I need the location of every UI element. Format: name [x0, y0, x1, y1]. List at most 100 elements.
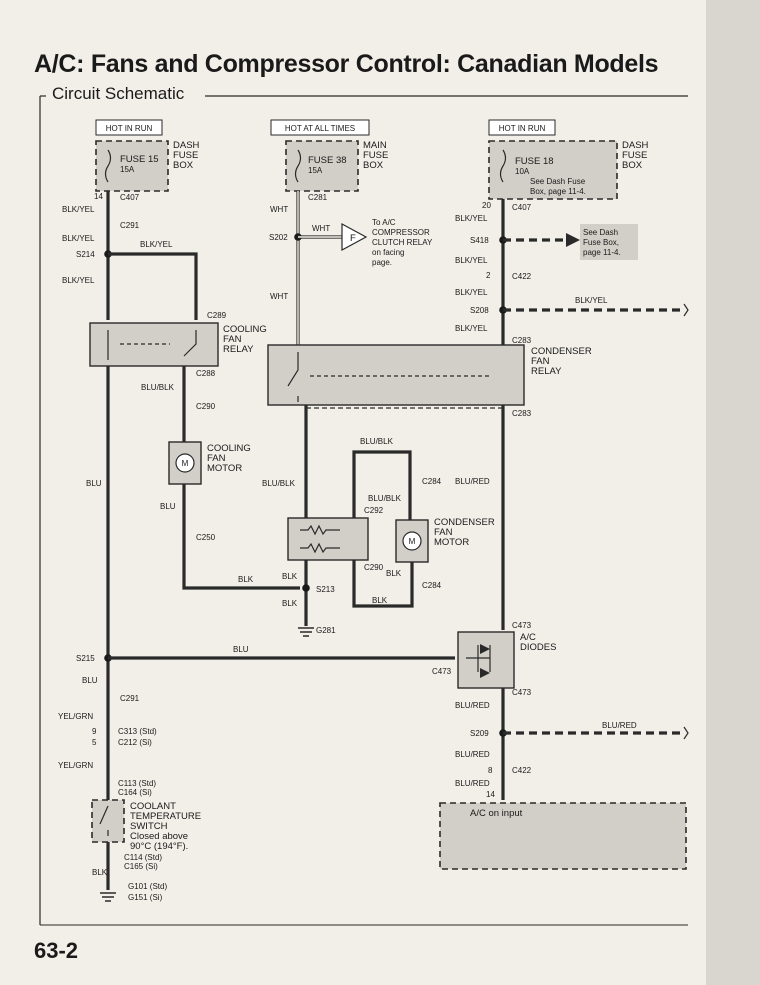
connector-c422-bottom: C422 [512, 766, 532, 775]
wire-label-blu-blk-3: BLU/BLK [360, 437, 394, 446]
fuse-15-name: FUSE 15 [120, 154, 159, 165]
wire-label-blk-yel-6: BLK/YEL [455, 256, 488, 265]
wire-label-blk-6: BLK [282, 599, 298, 608]
hot-in-run-label-2: HOT IN RUN [499, 124, 546, 133]
switch-label-5: 90°C (194°F). [130, 841, 188, 852]
ac-diodes: A/C DIODES [457, 631, 556, 689]
fuse-18-rating: 10A [515, 167, 530, 176]
ac-on-input-rect [439, 802, 687, 870]
fuse-38-element [294, 149, 302, 183]
coolant-temperature-switch: COOLANT TEMPERATURE SWITCH Closed above … [91, 799, 201, 852]
wire-label-blk-yel-3: BLK/YEL [140, 240, 173, 249]
hot-in-run-label-box-2 [488, 119, 556, 136]
schematic-frame [39, 95, 688, 926]
ground-g101: G101 (Std) [128, 882, 167, 891]
cooling-relay-label-1: COOLING [223, 324, 267, 335]
connector-c283-top: C283 [512, 336, 532, 345]
hot-at-all-times-label-box [270, 119, 370, 136]
diode-icon-2 [480, 668, 490, 678]
wire-label-blu-red-3: BLU/RED [602, 721, 637, 730]
fuse-18-name: FUSE 18 [515, 156, 554, 167]
connector-c473-left: C473 [432, 667, 452, 676]
s418-note-2: Fuse Box, [583, 238, 619, 247]
fuse-18-element [499, 149, 507, 183]
switch-label-3: SWITCH [130, 821, 168, 832]
wire-label-blk-3: BLK [386, 569, 402, 578]
ac-on-input-label: A/C on input [470, 808, 523, 819]
connector-c165: C165 (Si) [124, 862, 158, 871]
fan-control-block-box [287, 517, 369, 561]
wire-label-blk-1: BLK [238, 575, 254, 584]
pin-14: 14 [94, 192, 103, 201]
connector-c473-top: C473 [512, 621, 532, 630]
connector-c250: C250 [196, 533, 216, 542]
connector-f-arrow [341, 222, 368, 252]
condenser-motor-label-1: CONDENSER [434, 517, 495, 528]
pin-8: 8 [488, 766, 493, 775]
diodes-label-2: DIODES [520, 642, 556, 653]
wire-label-blk-yel-7: BLK/YEL [455, 288, 488, 297]
fuse-18-group: HOT IN RUN FUSE 18 10A See Dash Fuse Box… [488, 119, 649, 200]
connector-c288: C288 [196, 369, 216, 378]
hot-in-run-label: HOT IN RUN [106, 124, 153, 133]
connector-c422-top: C422 [512, 272, 532, 281]
ground-symbol-g281 [298, 627, 314, 637]
motor-icon [175, 453, 195, 473]
connector-c473-bottom: C473 [512, 688, 532, 697]
connector-c292: C292 [364, 506, 384, 515]
splice-s209: S209 [470, 729, 489, 738]
resistor-icon-1 [300, 524, 340, 536]
ground-g281: G281 [316, 626, 336, 635]
switch-contact [99, 805, 109, 836]
relay-contacts [107, 330, 197, 360]
cooling-fan-relay: COOLING FAN RELAY [89, 322, 267, 367]
wire-label-wht-2: WHT [312, 224, 330, 233]
wire-label-blu-red-4: BLU/RED [455, 750, 490, 759]
cooling-relay-label-3: RELAY [223, 344, 254, 355]
connector-c114: C114 (Std) [124, 853, 162, 862]
page-title: A/C: Fans and Compressor Control: Canadi… [34, 50, 659, 78]
diode-icon-1 [480, 644, 490, 654]
fuse-38-rating: 15A [308, 166, 323, 175]
wire-label-blu-red-2: BLU/RED [455, 701, 490, 710]
condenser-fan-motor: M CONDENSER FAN MOTOR [395, 517, 495, 563]
wire-label-blk-yel-9: BLK/YEL [455, 324, 488, 333]
wire-blk-condenser-motor [352, 560, 414, 608]
fuse-38-group: HOT AT ALL TIMES FUSE 38 15A MAIN FUSE B… [270, 119, 388, 192]
fuse-38-name: FUSE 38 [308, 155, 347, 166]
splice-s208: S208 [470, 306, 489, 315]
cooling-fan-motor: M COOLING FAN MOTOR [168, 441, 251, 485]
clutch-label-1: To A/C [372, 218, 396, 227]
switch-label-2: TEMPERATURE [130, 811, 201, 822]
condenser-motor-label-3: MOTOR [434, 537, 469, 548]
wire-label-blk-yel-2: BLK/YEL [62, 234, 95, 243]
wire-label-blk-2: BLK [92, 868, 108, 877]
wire-blu-blk-loop [352, 450, 412, 520]
clutch-label-5: page. [372, 258, 392, 267]
splice-s215: S215 [76, 654, 95, 663]
wire-label-yel-grn-1: YEL/GRN [58, 712, 93, 721]
fuse-18-note-2: Box, page 11-4. [530, 187, 586, 196]
wire-label-wht-1: WHT [270, 205, 288, 214]
wire-label-blu-red-1: BLU/RED [455, 477, 490, 486]
connector-c284-top: C284 [422, 477, 442, 486]
connector-c289: C289 [207, 311, 227, 320]
wire-label-blk-yel-1: BLK/YEL [62, 205, 95, 214]
connector-c164: C164 (Si) [118, 788, 152, 797]
splice-s213-node [302, 584, 310, 592]
wire-label-blk-5: BLK [282, 572, 298, 581]
dash-fuse-box-label-2: FUSE [173, 150, 198, 161]
section-label: Circuit Schematic [52, 84, 185, 103]
switch-label-4: Closed above [130, 831, 188, 842]
connector-c313: C313 (Std) [118, 727, 157, 736]
splice-s202: S202 [269, 233, 288, 242]
connector-c291-bottom: C291 [120, 694, 140, 703]
connector-c284-bottom: C284 [422, 581, 442, 590]
arrow-icon [566, 233, 580, 247]
condenser-relay-label-3: RELAY [531, 366, 562, 377]
cooling-fan-relay-box [89, 322, 219, 367]
continuation-marks [683, 303, 689, 740]
fuse-18-box [488, 140, 618, 200]
motor-symbol-1: M [182, 459, 189, 468]
